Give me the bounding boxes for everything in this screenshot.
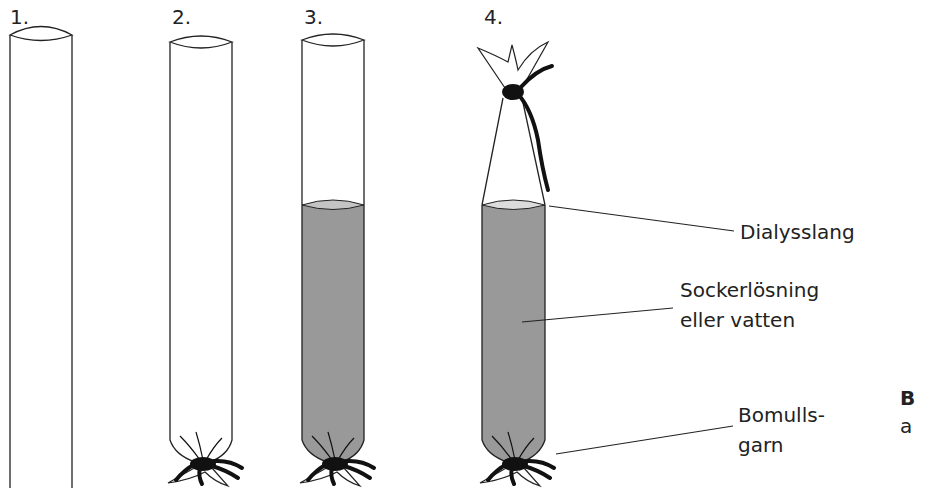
step-number: 4. bbox=[484, 2, 503, 32]
tube-1 bbox=[10, 27, 72, 488]
part-label: Dialysslang bbox=[740, 217, 855, 247]
tube-4 bbox=[478, 42, 554, 486]
caption-fragment: a bbox=[900, 411, 912, 441]
step-number: 3. bbox=[304, 2, 323, 32]
part-label: Sockerlösning eller vatten bbox=[680, 275, 850, 335]
part-label: Bomulls- garn bbox=[738, 400, 838, 460]
caption-fragment: B bbox=[900, 383, 915, 413]
tube-3 bbox=[300, 34, 374, 486]
step-number: 1. bbox=[10, 2, 29, 32]
tube-2 bbox=[168, 36, 242, 486]
step-number: 2. bbox=[172, 2, 191, 32]
